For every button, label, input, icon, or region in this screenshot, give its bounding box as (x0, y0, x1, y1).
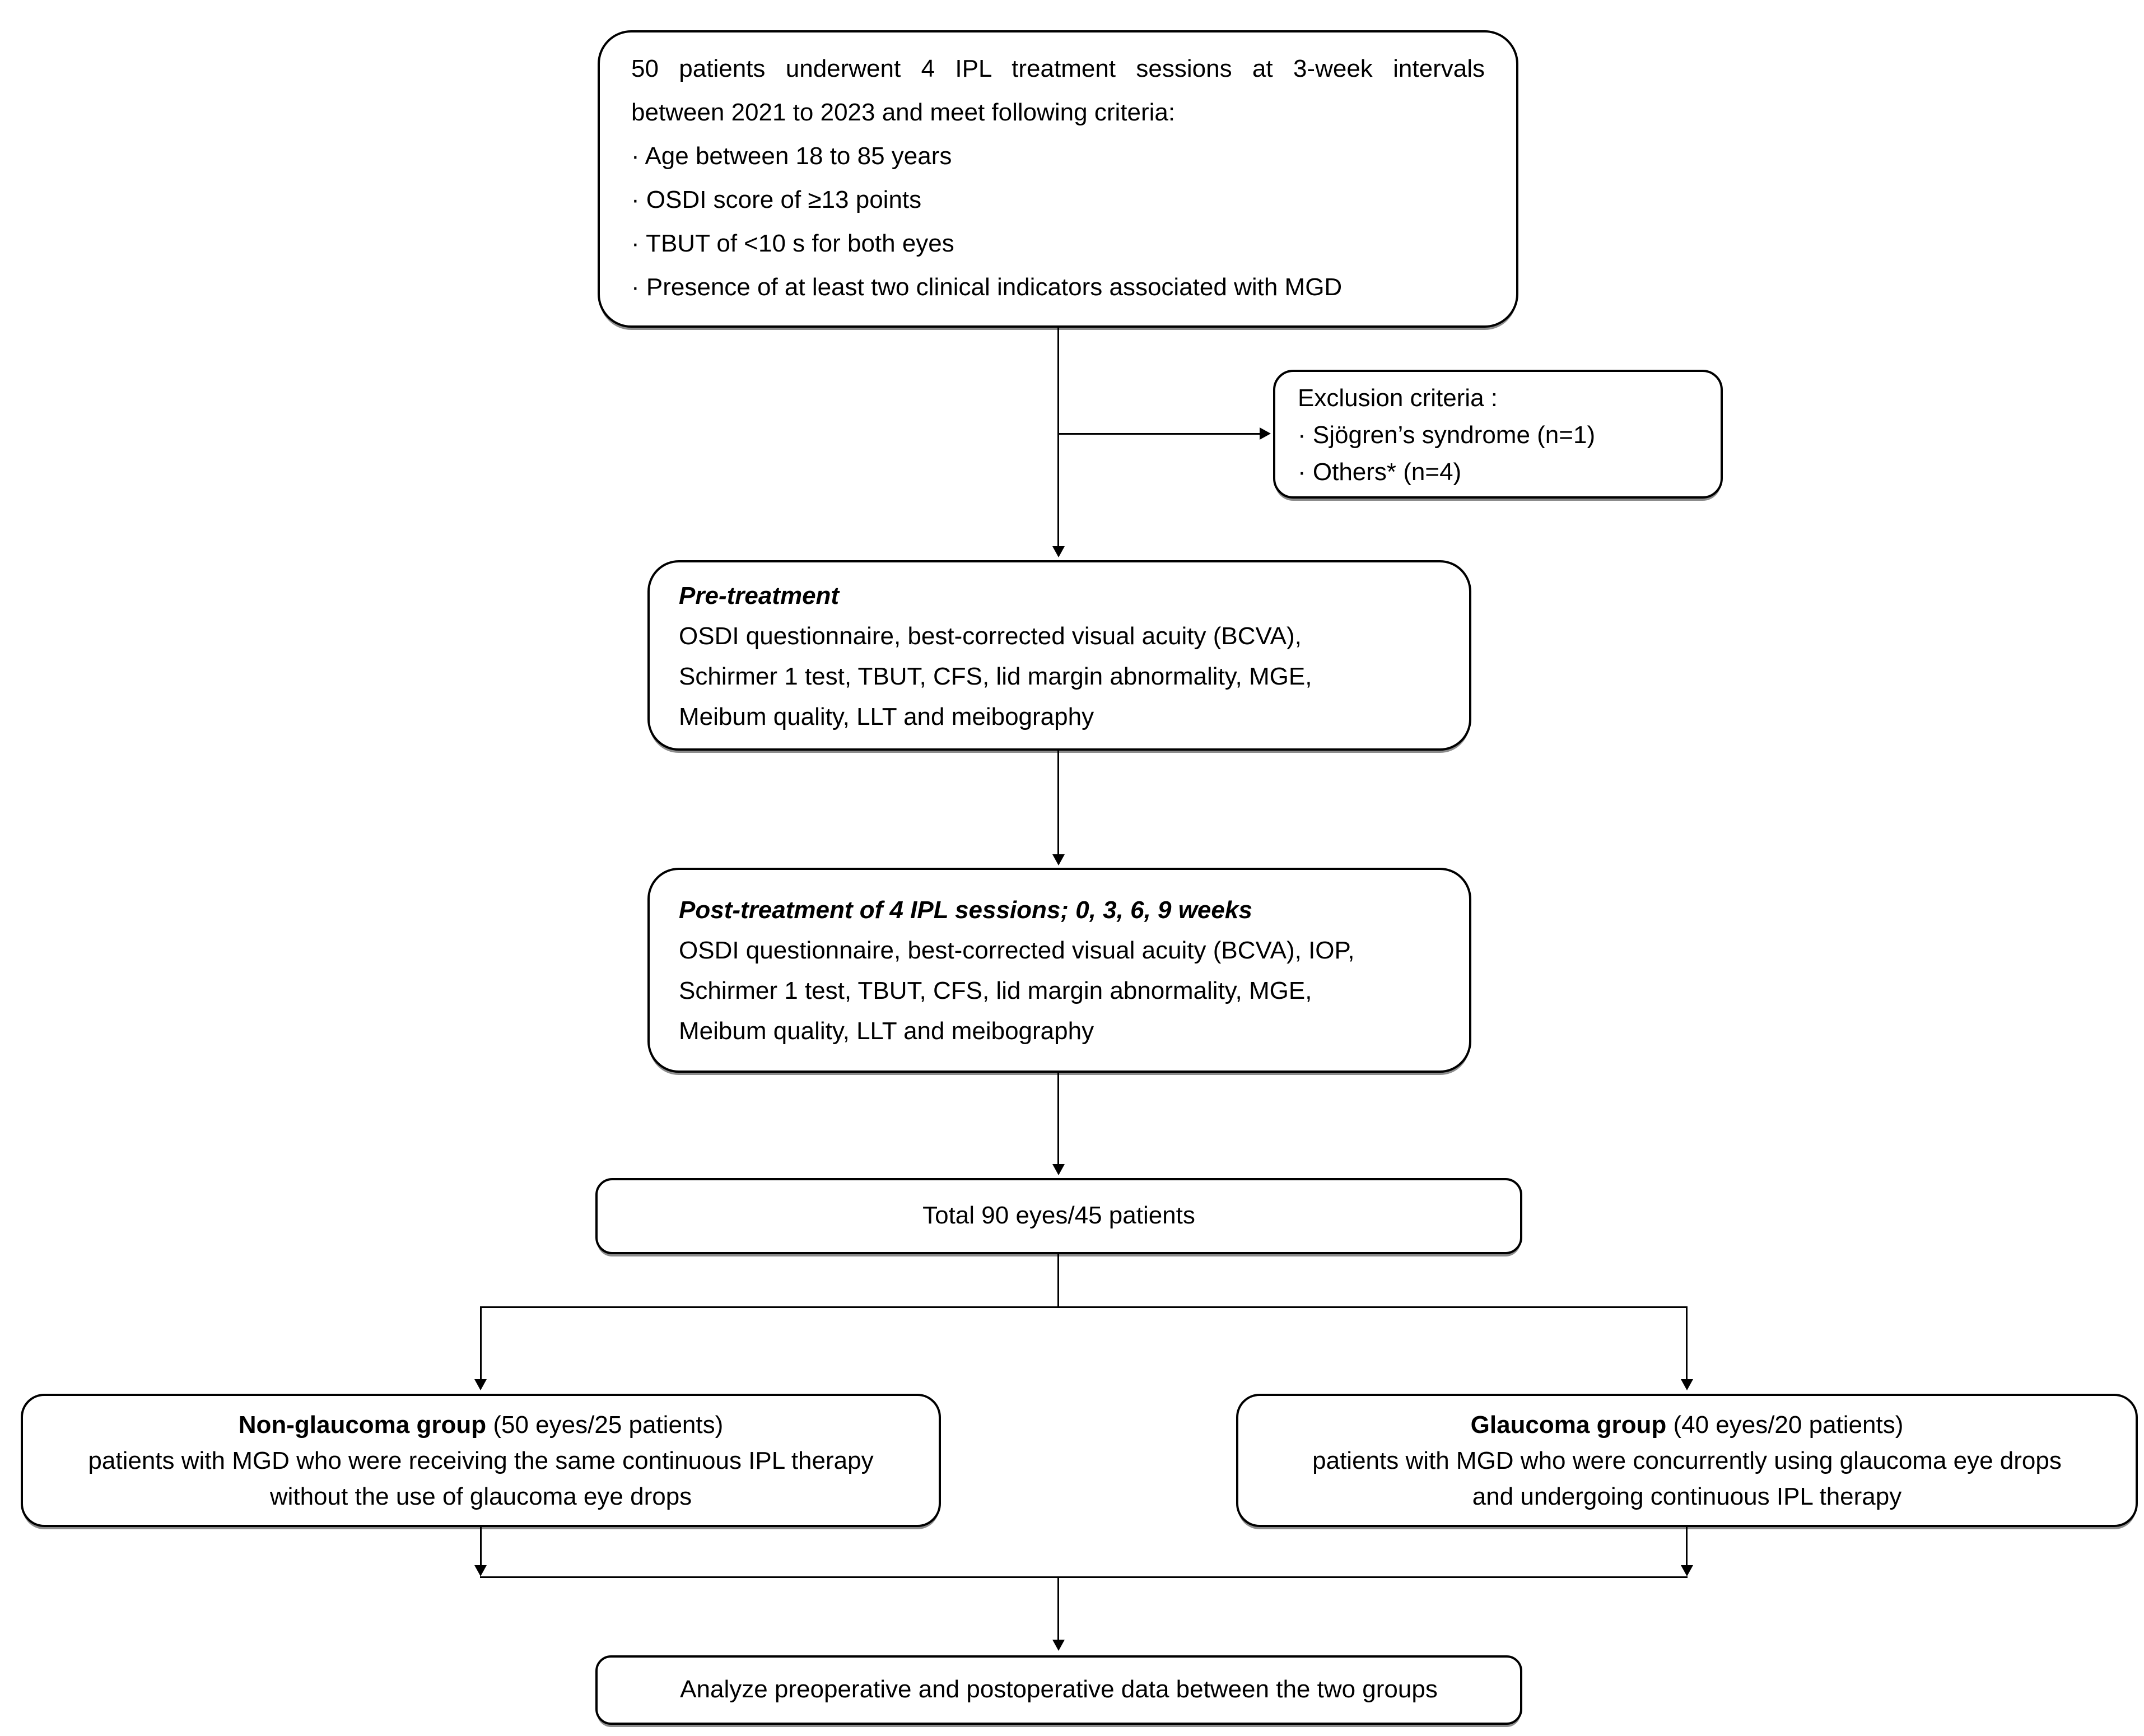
connector-glaucoma-to-merge (1686, 1527, 1688, 1565)
split-bar (480, 1306, 1688, 1308)
exclusion-criteria-box: Exclusion criteria : · Sjögren’s syndrom… (1273, 370, 1723, 499)
non-glaucoma-desc-line-2: without the use of glaucoma eye drops (269, 1483, 692, 1510)
criteria-bullet-mgd: · Presence of at least two clinical indi… (631, 273, 1343, 301)
connector-non-glaucoma-to-merge (480, 1527, 482, 1565)
connector-criteria-to-pre (1057, 328, 1059, 546)
non-glaucoma-desc-line-1: patients with MGD who were receiving the… (88, 1447, 874, 1474)
merge-bar (480, 1576, 1688, 1578)
arrowhead-down-icon (1052, 546, 1065, 557)
arrowhead-down-icon (1052, 854, 1065, 865)
total-count-box: Total 90 eyes/45 patients (595, 1178, 1522, 1254)
glaucoma-group-detail: (40 eyes/20 patients) (1666, 1411, 1904, 1439)
arrowhead-down-icon (474, 1565, 487, 1576)
analyze-data-box: Analyze preoperative and postoperative d… (595, 1655, 1522, 1725)
connector-total-to-split (1057, 1254, 1059, 1308)
connector-pre-to-post (1057, 751, 1059, 855)
post-treatment-box: Post-treatment of 4 IPL sessions; 0, 3, … (647, 868, 1471, 1073)
connector-split-to-non-glaucoma (480, 1306, 482, 1379)
post-treatment-line-1: OSDI questionnaire, best-corrected visua… (679, 937, 1355, 964)
connector-to-exclusion (1059, 433, 1260, 435)
non-glaucoma-group-box: Non-glaucoma group (50 eyes/25 patients)… (21, 1394, 941, 1527)
pre-treatment-box: Pre-treatment OSDI questionnaire, best-c… (647, 560, 1471, 751)
glaucoma-group-heading: Glaucoma group (40 eyes/20 patients) (1254, 1407, 2120, 1443)
exclusion-title: Exclusion criteria : (1298, 384, 1498, 412)
arrowhead-down-icon (1052, 1640, 1065, 1651)
inclusion-criteria-box: 50 patients underwent 4 IPL treatment se… (598, 30, 1518, 328)
glaucoma-group-name: Glaucoma group (1470, 1411, 1667, 1439)
arrowhead-down-icon (1681, 1565, 1693, 1576)
criteria-intro-line-2: between 2021 to 2023 and meet following … (631, 99, 1176, 126)
exclusion-item-others: · Others* (n=4) (1298, 458, 1462, 486)
connector-post-to-total (1057, 1073, 1059, 1165)
glaucoma-desc-line-2: and undergoing continuous IPL therapy (1472, 1483, 1902, 1510)
arrowhead-down-icon (1681, 1379, 1693, 1390)
criteria-intro-line-1: 50 patients underwent 4 IPL treatment se… (631, 55, 1485, 82)
post-treatment-line-2: Schirmer 1 test, TBUT, CFS, lid margin a… (679, 977, 1312, 1004)
total-count-label: Total 90 eyes/45 patients (922, 1202, 1195, 1229)
arrowhead-down-icon (474, 1379, 487, 1390)
non-glaucoma-group-detail: (50 eyes/25 patients) (486, 1411, 724, 1439)
pre-treatment-line-1: OSDI questionnaire, best-corrected visua… (679, 622, 1302, 650)
arrowhead-right-icon (1260, 427, 1271, 440)
pre-treatment-title: Pre-treatment (679, 582, 840, 609)
criteria-bullet-tbut: · TBUT of <10 s for both eyes (631, 230, 954, 257)
post-treatment-line-3: Meibum quality, LLT and meibography (679, 1017, 1094, 1045)
post-treatment-title: Post-treatment of 4 IPL sessions; 0, 3, … (679, 896, 1252, 924)
connector-merge-to-analyze (1057, 1578, 1059, 1640)
analyze-data-label: Analyze preoperative and postoperative d… (680, 1676, 1438, 1703)
connector-split-to-glaucoma (1686, 1306, 1688, 1379)
non-glaucoma-group-name: Non-glaucoma group (238, 1411, 487, 1439)
glaucoma-desc-line-1: patients with MGD who were concurrently … (1312, 1447, 2062, 1474)
arrowhead-down-icon (1052, 1164, 1065, 1175)
glaucoma-group-box: Glaucoma group (40 eyes/20 patients) pat… (1236, 1394, 2138, 1527)
exclusion-item-sjogren: · Sjögren’s syndrome (n=1) (1298, 421, 1596, 449)
criteria-bullet-osdi: · OSDI score of ≥13 points (631, 186, 922, 213)
pre-treatment-line-2: Schirmer 1 test, TBUT, CFS, lid margin a… (679, 663, 1312, 690)
pre-treatment-line-3: Meibum quality, LLT and meibography (679, 703, 1094, 730)
criteria-bullet-age: · Age between 18 to 85 years (631, 142, 952, 170)
non-glaucoma-group-heading: Non-glaucoma group (50 eyes/25 patients) (39, 1407, 923, 1443)
